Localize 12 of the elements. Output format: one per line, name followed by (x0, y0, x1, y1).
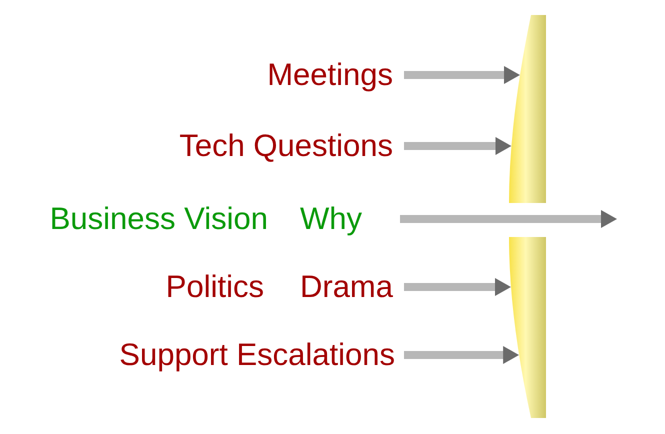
arrow (404, 278, 511, 296)
topic-label: Meetings (267, 57, 393, 93)
topic-label: Business Vision (50, 201, 268, 237)
arrow (404, 346, 520, 364)
topic-label: Tech Questions (179, 128, 393, 164)
topic-label: Politics (166, 269, 264, 305)
arrow (404, 137, 512, 155)
topic-label: Support Escalations (119, 337, 395, 373)
topic-label: Why (300, 201, 362, 237)
arrow (400, 210, 617, 228)
topic-label: Drama (300, 269, 393, 305)
arrow (404, 66, 520, 84)
